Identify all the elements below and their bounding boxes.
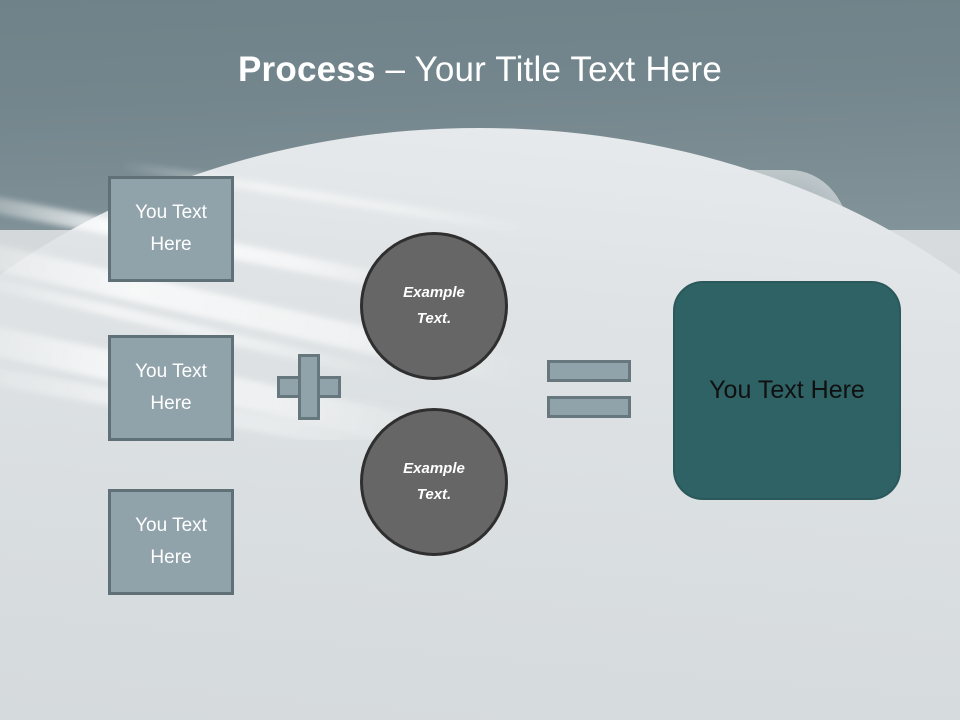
plus-center-fill (301, 379, 317, 395)
equals-icon (547, 360, 631, 418)
example-circle-1[interactable]: Example Text. (360, 232, 508, 380)
title-strong: Process (238, 50, 376, 89)
input-box-1[interactable]: You Text Here (108, 176, 234, 282)
equals-top-bar (547, 360, 631, 382)
example-circle-2[interactable]: Example Text. (360, 408, 508, 556)
slide-title: Process – Your Title Text Here (0, 50, 960, 90)
result-box[interactable]: You Text Here (673, 281, 901, 500)
input-box-2[interactable]: You Text Here (108, 335, 234, 441)
plus-icon (277, 354, 341, 420)
input-box-3[interactable]: You Text Here (108, 489, 234, 595)
equals-bottom-bar (547, 396, 631, 418)
title-light: – Your Title Text Here (375, 50, 722, 89)
